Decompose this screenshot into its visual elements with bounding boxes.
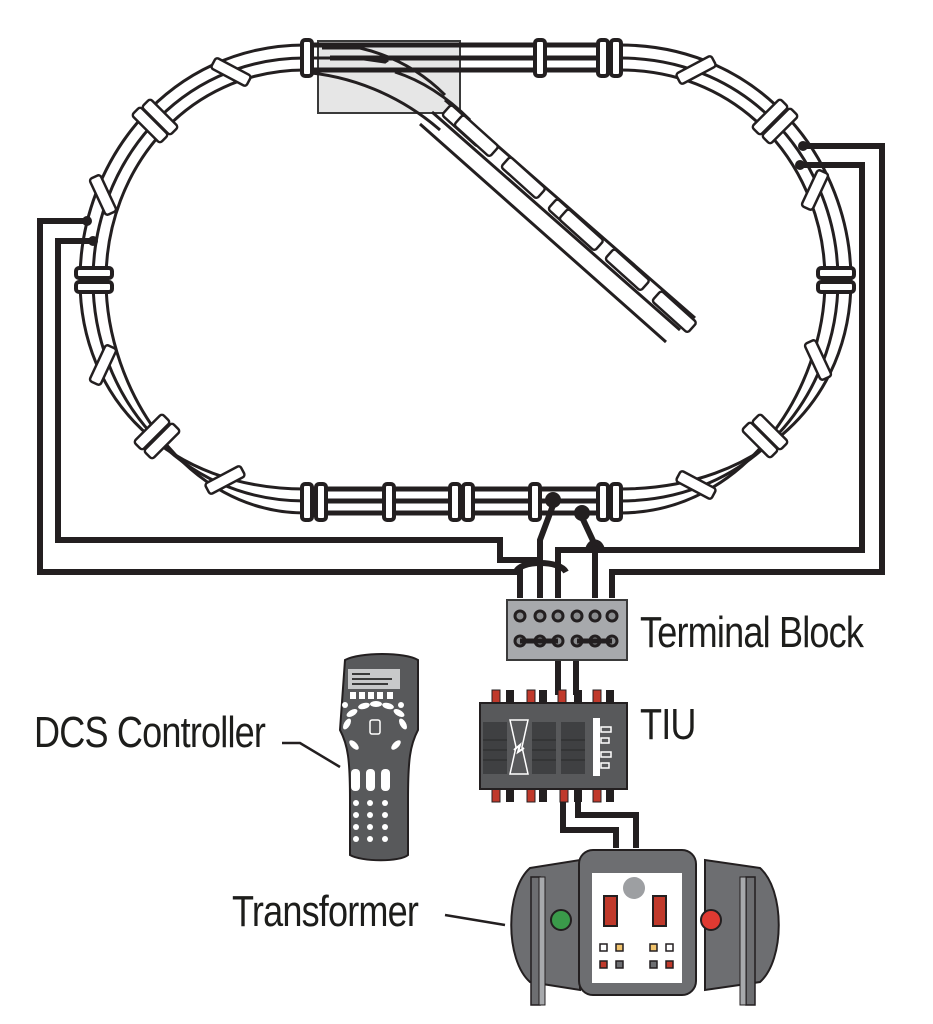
track-ties: [74, 38, 856, 522]
terminal-top-3[interactable]: [551, 609, 565, 623]
green-indicator-light: [550, 909, 572, 931]
turnout-rails: [299, 46, 472, 132]
tiu-unit[interactable]: [479, 689, 628, 803]
terminal-top-5[interactable]: [588, 609, 602, 623]
dcs-leader-line: [282, 741, 341, 769]
terminal-top-1[interactable]: [513, 609, 527, 623]
terminal-top-6[interactable]: [605, 609, 619, 623]
wire-bottom-1: [537, 498, 558, 598]
red-indicator-light: [700, 909, 722, 931]
siding-track: [419, 98, 696, 344]
terminal-block-label: Terminal Block: [640, 608, 864, 657]
center-knob[interactable]: [623, 877, 645, 899]
transformer-leader-line: [444, 913, 506, 927]
wire-right-outer: [609, 143, 885, 598]
terminal-top-4[interactable]: [570, 609, 584, 623]
wire-tiu-xfmr-2: [575, 800, 639, 848]
throttle-right[interactable]: [652, 895, 667, 927]
throttle-left[interactable]: [603, 895, 618, 927]
wire-tiu-xfmr-1: [560, 800, 619, 848]
tiu-white-bar: [593, 718, 600, 776]
hourglass-icon: [509, 719, 529, 775]
wire-left-outer: [37, 218, 523, 598]
dcs-controller-label: DCS Controller: [34, 708, 266, 757]
rail-outer: [78, 43, 853, 491]
transformer-unit[interactable]: [510, 849, 780, 1006]
tiu-label: TIU: [640, 700, 696, 749]
wire-bottom-2: [577, 511, 598, 598]
terminal-block[interactable]: [506, 599, 628, 661]
terminal-top-2[interactable]: [533, 609, 547, 623]
dcs-controller-device[interactable]: [338, 653, 419, 862]
transformer-label: Transformer: [232, 887, 419, 936]
wire-right-inner: [555, 162, 865, 598]
